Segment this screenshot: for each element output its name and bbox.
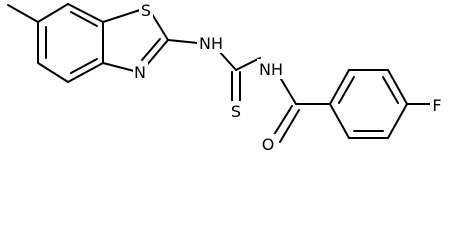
bond-benzo-4 bbox=[67, 62, 104, 83]
bond-benzo-4-inner bbox=[70, 58, 98, 74]
atom-sulfur-thione: S bbox=[229, 101, 243, 121]
bond-c2-nh bbox=[167, 39, 199, 44]
bond-thiazole-n-c bbox=[102, 62, 135, 72]
bond-phenyl-3 bbox=[387, 69, 408, 105]
atom-sulfur-thiazole: S bbox=[139, 0, 153, 20]
bond-methyl bbox=[7, 4, 39, 23]
atom-oxygen: O bbox=[260, 134, 276, 154]
bond-benzo-5 bbox=[37, 62, 69, 83]
bonds bbox=[7, 3, 431, 143]
bond-phenyl-3-inner bbox=[382, 76, 399, 104]
bond-phenyl-4 bbox=[387, 103, 408, 139]
atom-labels: S N NH NH S O F bbox=[133, 0, 444, 154]
atom-label-nh-1: NH bbox=[199, 34, 223, 53]
bond-thiazole-c-s bbox=[102, 9, 141, 23]
bond-phenyl-1-inner bbox=[338, 76, 355, 104]
bond-thiourea-c-nh bbox=[235, 57, 261, 71]
bond-thiazole-s-c2 bbox=[151, 13, 169, 41]
molecule-structure: S N NH NH S O F bbox=[7, 0, 444, 154]
atom-label-nh-2: NH bbox=[259, 60, 283, 79]
atom-fluorine: F bbox=[430, 95, 444, 115]
atom-nh-2: NH bbox=[257, 59, 285, 79]
bond-benzo-2 bbox=[67, 3, 104, 23]
bond-phenyl-6 bbox=[329, 103, 350, 139]
atom-nitrogen-thiazole: N bbox=[133, 62, 148, 82]
atom-label-f: F bbox=[432, 96, 441, 115]
bond-carbonyl-co-a bbox=[271, 105, 293, 139]
bond-thiazole-c2-n bbox=[145, 39, 169, 67]
bond-phenyl-1 bbox=[329, 69, 350, 105]
bond-carbonyl-co-b bbox=[279, 109, 300, 143]
bond-nh-thiourea-c bbox=[217, 49, 237, 71]
atom-label-o: O bbox=[262, 135, 275, 154]
bond-benzo-1 bbox=[37, 3, 69, 23]
atom-label-n-thiazole: N bbox=[134, 63, 146, 82]
atom-label-s-thione: S bbox=[231, 102, 241, 121]
atom-nh-1: NH bbox=[197, 33, 225, 53]
bond-benzo-2-inner bbox=[70, 11, 98, 27]
bond-thiazole-c2-n-inner bbox=[141, 38, 161, 61]
atom-label-s-thiazole: S bbox=[141, 1, 151, 20]
